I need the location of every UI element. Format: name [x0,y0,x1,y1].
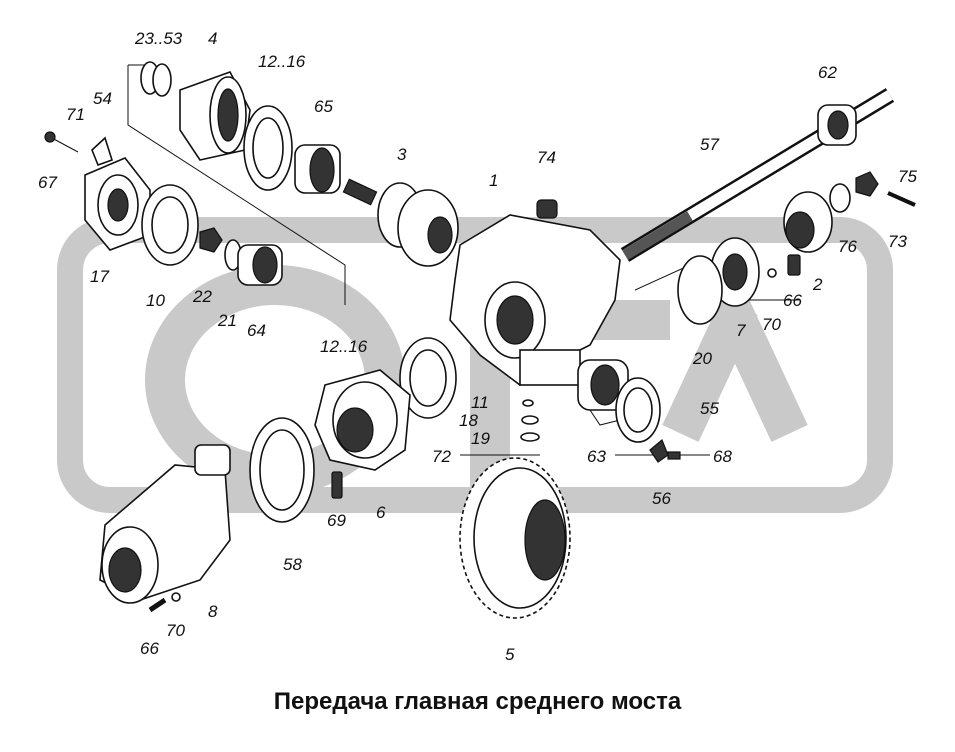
label-18: 18 [459,411,478,430]
label-58: 58 [283,555,302,574]
part-bearing-62 [817,104,857,146]
label-74: 74 [537,148,556,167]
part-cover-17 [84,157,151,251]
label-62: 62 [818,63,837,82]
label-65: 65 [314,97,333,116]
part-drive-pinion-3 [342,178,459,267]
part-number-labels: 23..53 4 12..16 54 71 67 65 3 62 57 74 1… [38,29,917,664]
part-plug-74 [536,199,558,219]
label-72: 72 [432,447,451,466]
part-ring-19 [520,432,540,442]
part-gasket-10 [141,184,199,266]
part-washer-70-right [767,268,777,278]
label-4: 4 [208,29,217,48]
label-23-53: 23..53 [134,29,183,48]
part-differential-with-ring-gear-5 [459,457,571,619]
label-17: 17 [90,267,109,286]
label-66-right: 66 [783,291,802,310]
part-bolt-69 [331,471,343,499]
part-lock-54 [91,136,113,167]
label-54: 54 [93,89,112,108]
diagram-caption: Передача главная среднего моста [273,688,682,715]
label-57: 57 [700,135,719,154]
part-lock-plate-56 [649,439,669,463]
part-cotter-pin-73 [887,191,916,207]
label-10: 10 [146,291,165,310]
part-gasket-58 [249,417,315,523]
label-12-16-mid: 12..16 [320,337,368,356]
part-bearing-65 [294,144,341,194]
label-11: 11 [471,393,489,412]
part-rings-23-53 [140,61,172,97]
part-shims-mid [399,337,457,419]
label-1: 1 [489,171,498,190]
part-cover-7 [710,237,760,307]
label-7: 7 [736,321,746,340]
part-gasket-20 [677,255,723,325]
part-bolt-66-left [148,597,167,613]
label-76: 76 [838,237,857,256]
part-bearing-cup-4 [179,71,251,161]
part-bolt-66-right [787,254,801,276]
label-5: 5 [505,645,515,664]
label-56: 56 [652,489,671,508]
label-66-left: 66 [140,639,159,658]
label-73: 73 [888,232,907,251]
part-washer-70-left [171,592,181,602]
label-68: 68 [713,447,732,466]
label-2: 2 [812,275,823,294]
part-ring-11 [522,399,534,407]
part-bearing-64 [237,244,283,286]
part-drive-housing-8 [99,444,231,604]
part-washer-76 [829,183,851,213]
part-nut-22 [199,227,223,253]
label-75: 75 [898,167,917,186]
label-69: 69 [327,511,346,530]
part-flange-2 [783,191,833,253]
label-70-right: 70 [762,315,781,334]
part-bearing-63 [577,359,629,411]
label-64: 64 [247,321,266,340]
part-ring-55 [615,377,661,443]
label-71: 71 [66,105,85,124]
label-3: 3 [397,145,407,164]
part-nut-75 [855,171,879,197]
label-8: 8 [208,602,218,621]
label-63: 63 [587,447,606,466]
label-20: 20 [692,349,712,368]
label-12-16-top: 12..16 [258,52,306,71]
label-55: 55 [700,399,719,418]
part-ring-18 [521,415,539,425]
part-interaxle-differential-6 [314,369,411,471]
label-19: 19 [471,429,490,448]
label-21: 21 [217,311,237,330]
part-shims-top [243,105,293,191]
label-70-left: 70 [166,621,185,640]
label-67: 67 [38,173,57,192]
label-22: 22 [192,287,212,306]
part-bolt-68 [667,451,681,460]
label-6: 6 [376,503,386,522]
part-bolt-71 [44,131,79,153]
